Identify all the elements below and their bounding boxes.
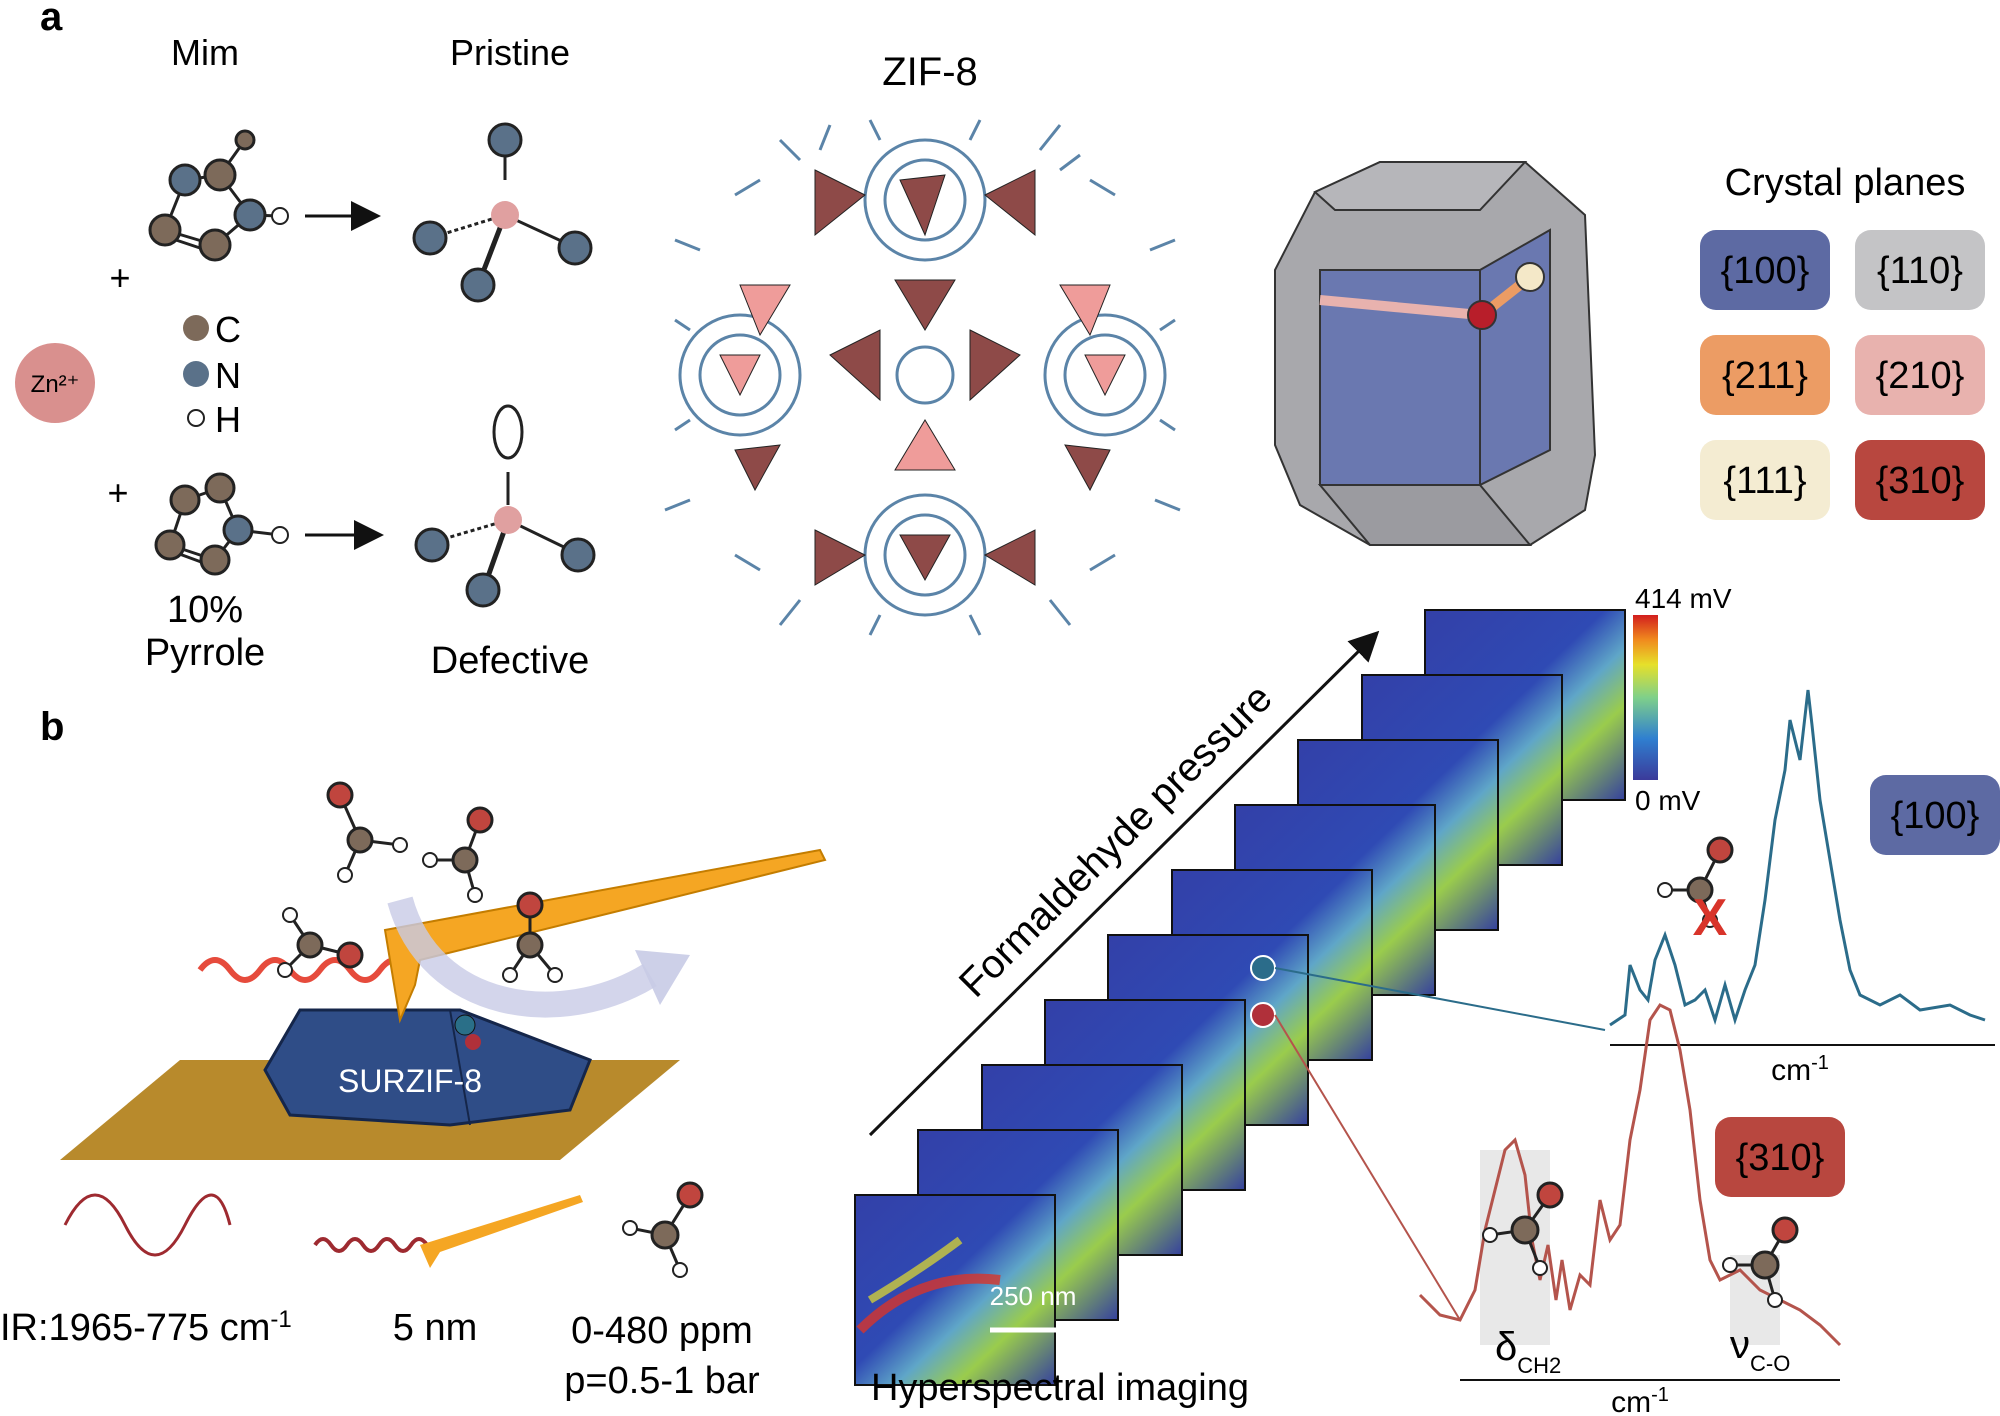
hydrogen-legend-label: H (215, 399, 241, 440)
delta-ch2-label: δCH2 (1495, 1325, 1561, 1378)
svg-text:{310}: {310} (1876, 460, 1965, 502)
tip-wave-icon (313, 1237, 445, 1253)
spectrum-bottom-tag (1715, 1117, 1845, 1197)
zinc-ion-label: Zn²⁺ (31, 371, 80, 398)
panel-a-letter: a (40, 0, 63, 39)
hyperspectral-stack: 250 nm (854, 609, 1626, 1386)
spectrum-top-xlabel: cm-1 (1771, 1052, 1829, 1087)
scattered-arrowhead-icon (635, 950, 690, 1005)
plus-sign-top: + (109, 257, 130, 298)
zinc-ion-icon (15, 343, 95, 423)
mim-label: Mim (171, 32, 239, 73)
zif8-label: ZIF-8 (882, 50, 978, 94)
ppm-range-label: 0-480 ppm (571, 1310, 753, 1352)
pristine-label: Pristine (450, 32, 570, 73)
hydrogen-legend-icon (187, 409, 205, 427)
pristine-node (412, 122, 593, 303)
panel-b-letter: b (40, 705, 64, 749)
crystal-polyhedron (1274, 161, 1597, 546)
scattered-light-arrow (387, 896, 657, 1018)
spectrum-top-tag-label: {100} (1891, 795, 1980, 837)
carbon-legend-icon (183, 315, 209, 341)
nitrogen-legend-icon (183, 361, 209, 387)
probe-point-red-icon (465, 1034, 481, 1050)
pressure-axis-arrow (868, 630, 1380, 1137)
spectrum-top-tag (1870, 775, 2000, 855)
plane-swatch-110: {110} (1855, 230, 1985, 310)
spectrum-bottom-line (1418, 1003, 1842, 1347)
defective-label: Defective (431, 640, 589, 682)
plus-sign-bottom: + (107, 472, 128, 513)
surzif8-label: SURZIF-8 (338, 1063, 482, 1099)
pyrrole-molecule (154, 472, 289, 576)
tip-size-label: 5 nm (393, 1307, 477, 1349)
plane-swatch-210: {210} (1855, 335, 1985, 415)
plane-swatch-100: {100} (1700, 230, 1830, 310)
svg-text:{210}: {210} (1876, 355, 1965, 397)
nu-co-label: νC-O (1730, 1323, 1790, 1376)
zif8-framework (664, 119, 1181, 636)
adsorbed-formaldehyde-delta-icon (1482, 1181, 1564, 1276)
tip-legend-icon (420, 1195, 583, 1268)
spectrum-bottom-xlabel: cm-1 (1611, 1384, 1669, 1416)
pyrrole-percent: 10% (167, 589, 243, 631)
plane-swatch-111: {111} (1700, 440, 1830, 520)
carbon-legend-label: C (215, 309, 241, 350)
scale-bar-label: 250 nm (990, 1281, 1077, 1311)
svg-text:{100}: {100} (1721, 250, 1810, 292)
surzif8-crystal (263, 1008, 592, 1127)
svg-text:{110}: {110} (1877, 250, 1963, 292)
ir-beam-icon (197, 957, 413, 983)
ir-range-label: IR:1965-775 cm-1 (0, 1306, 292, 1350)
ir-wave-icon (63, 1193, 232, 1257)
crystal-planes-title: Crystal planes (1725, 162, 1966, 204)
pyrrole-label: Pyrrole (145, 632, 265, 674)
blocked-formaldehyde-icon (1657, 836, 1734, 928)
probe-point-blue-icon (454, 1014, 476, 1036)
plane-swatch-310: {310} (1855, 440, 1985, 520)
connector-bottom (1274, 1014, 1461, 1321)
svg-text:{111}: {111} (1723, 460, 1806, 502)
adsorbed-formaldehyde-nu-icon (1722, 1216, 1799, 1308)
pressure-range-label: p=0.5-1 bar (564, 1360, 760, 1402)
defective-node (414, 404, 596, 608)
nitrogen-legend-label: N (215, 355, 241, 396)
plane-swatch-211: {211} (1700, 335, 1830, 415)
colorbar-min-label: 0 mV (1635, 785, 1701, 816)
map-point-red-icon (1250, 1002, 1276, 1028)
delta-band-highlight (1480, 1150, 1550, 1345)
colorbar (1633, 615, 1658, 780)
map-point-blue-icon (1250, 955, 1276, 981)
blocked-cross-icon: X (1693, 889, 1728, 947)
hyperspectral-label: Hyperspectral imaging (871, 1367, 1249, 1409)
crystal-edge (449, 1009, 471, 1126)
mim-molecule (148, 129, 289, 262)
connector-top (1274, 967, 1606, 1031)
spectrum-bottom-tag-label: {310} (1736, 1137, 1825, 1179)
spectrum-top-line (1609, 689, 1986, 1027)
formaldehyde-legend-icon (622, 1181, 704, 1278)
colorbar-max-label: 414 mV (1635, 583, 1732, 614)
svg-text:{211}: {211} (1722, 355, 1808, 397)
formaldehyde-molecules (277, 781, 563, 983)
